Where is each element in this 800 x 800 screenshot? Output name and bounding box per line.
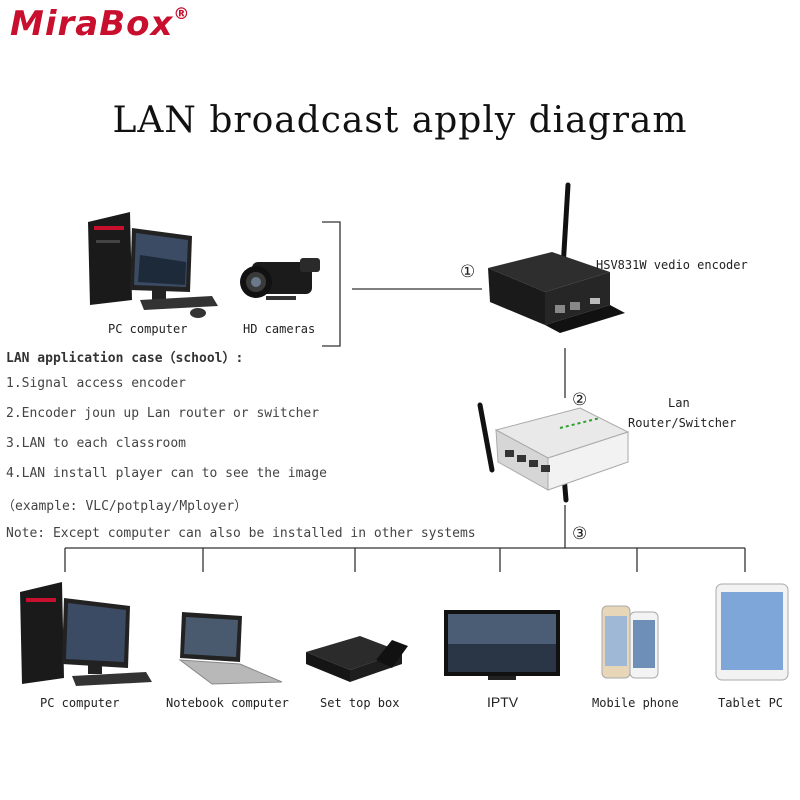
notes-step: 4.LAN install player can to see the imag… bbox=[6, 466, 327, 481]
notes-step: 3.LAN to each classroom bbox=[6, 436, 187, 451]
endpoint-label: IPTV bbox=[487, 694, 519, 710]
diagram-title: LAN broadcast apply diagram bbox=[112, 100, 688, 141]
endpoint-label: Notebook computer bbox=[166, 696, 289, 710]
router-label-line2: Router/Switcher bbox=[628, 416, 737, 430]
endpoint-label: PC computer bbox=[40, 696, 120, 710]
notes-note: Note: Except computer can also be instal… bbox=[6, 526, 476, 541]
notes-heading: LAN application case（school）: bbox=[6, 351, 244, 366]
endpoint-label: Mobile phone bbox=[592, 696, 679, 710]
set-top-box-illustration bbox=[306, 636, 408, 682]
notes-step: 2.Encoder joun up Lan router or switcher bbox=[6, 406, 320, 421]
encoder-illustration bbox=[488, 182, 625, 333]
endpoint-label: Set top box bbox=[320, 696, 400, 710]
endpoint-label: Tablet PC bbox=[718, 696, 784, 710]
encoder-label: HSV831W vedio encoder bbox=[596, 258, 748, 272]
router-label-line1: Lan bbox=[668, 396, 690, 410]
registered-mark: ® bbox=[173, 4, 191, 23]
notes-step: （example: VLC/potplay/Mployer） bbox=[2, 499, 248, 514]
tablet-illustration bbox=[715, 583, 789, 681]
step-3-marker: ③ bbox=[572, 524, 588, 544]
brand-logo-text: MiraBox bbox=[10, 4, 174, 44]
step-2-marker: ② bbox=[572, 390, 588, 410]
source-camera-label: HD cameras bbox=[243, 322, 316, 336]
iptv-illustration bbox=[444, 610, 560, 680]
source-bracket bbox=[322, 221, 341, 347]
source-pc-label: PC computer bbox=[108, 322, 188, 336]
notebook-illustration bbox=[178, 612, 283, 685]
brand-logo: MiraBox® bbox=[10, 4, 190, 44]
notes-step: 1.Signal access encoder bbox=[6, 376, 187, 391]
step-1-marker: ① bbox=[460, 262, 476, 282]
source-pc-illustration bbox=[88, 212, 218, 318]
hd-camera-illustration bbox=[240, 258, 320, 300]
router-illustration bbox=[477, 402, 630, 503]
endpoint-pc-illustration bbox=[20, 582, 152, 686]
mobile-phone-illustration bbox=[601, 605, 659, 679]
